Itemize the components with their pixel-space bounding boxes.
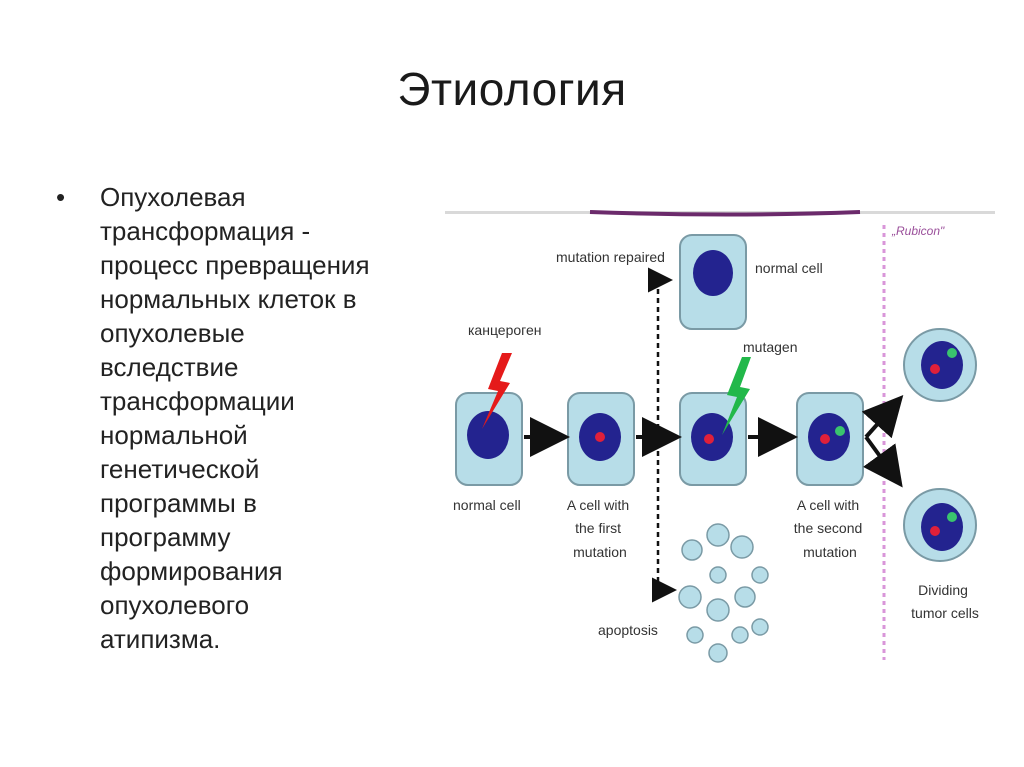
tumor-cell-upper xyxy=(903,328,977,402)
bullet-marker: • xyxy=(56,182,66,212)
cell-normal xyxy=(455,392,523,486)
dividing-tumor-cells-label: Dividing tumor cells xyxy=(911,582,979,621)
cell-normal-repaired xyxy=(679,234,747,330)
cell-second-mutation xyxy=(796,392,864,486)
carcinogen-bolt xyxy=(482,353,512,429)
first-mutation-label: A cell with the first mutation xyxy=(567,497,633,560)
apoptosis-fragments xyxy=(678,523,769,663)
cell-first-mutation xyxy=(567,392,635,486)
normal-cell-label: normal cell xyxy=(453,497,521,513)
arrow-upper-branch xyxy=(861,395,904,439)
second-mutation-label: A cell with the second mutation xyxy=(794,497,866,560)
slide-title: Этиология xyxy=(397,63,627,115)
mutagen-bolt xyxy=(722,357,751,435)
mutation-repaired-label: mutation repaired xyxy=(556,249,665,265)
normal-cell-top-label: normal cell xyxy=(755,260,823,276)
carcinogen-label: канцероген xyxy=(468,322,542,338)
tumor-cell-lower xyxy=(903,488,977,562)
arrow-lower-branch xyxy=(863,435,903,488)
mutagen-label: mutagen xyxy=(743,339,797,355)
top-band-accent xyxy=(589,210,861,217)
tumor-transformation-diagram: „Rubicon" mutation repaired normal cell … xyxy=(440,205,1000,675)
apoptosis-label: apoptosis xyxy=(598,622,658,638)
rubicon-label: „Rubicon" xyxy=(891,224,945,238)
bullet-text: Опухолевая трансформация - процесс превр… xyxy=(100,182,370,654)
diagram-svg: „Rubicon" mutation repaired normal cell … xyxy=(445,210,995,663)
